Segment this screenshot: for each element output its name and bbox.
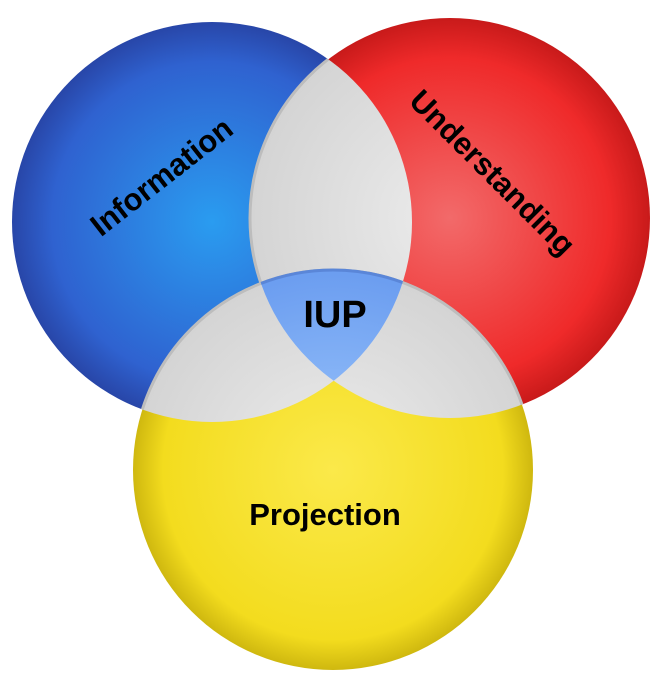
center-overlap [250, 268, 412, 418]
projection-label: Projection [249, 497, 401, 532]
center-label: IUP [303, 294, 366, 336]
